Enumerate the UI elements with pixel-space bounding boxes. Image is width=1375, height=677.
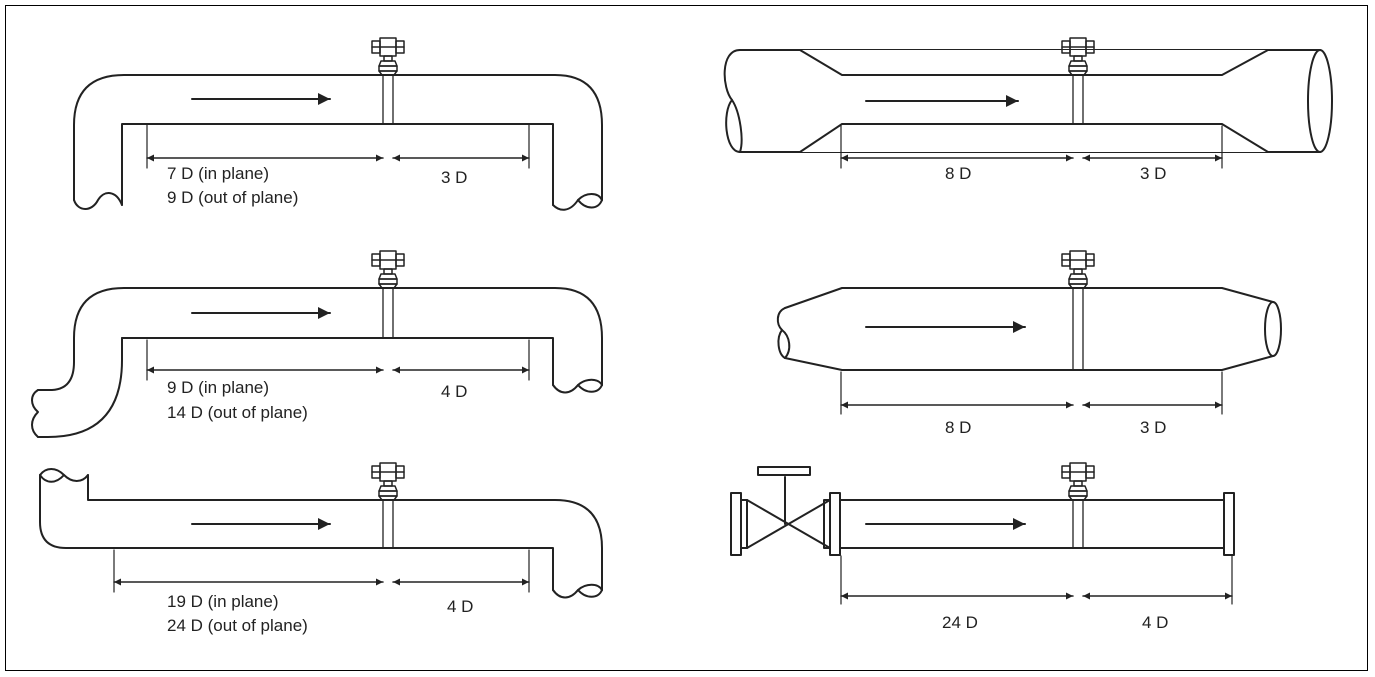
d3-upstream-label: 19 D (in plane) [167, 592, 279, 611]
diagram-3-elbow [39, 462, 603, 599]
diagram-6-valve [730, 462, 1235, 605]
figure-frame [5, 5, 1368, 671]
d1-upstream-alt-label: 9 D (out of plane) [167, 188, 299, 207]
diagram-1-u-bend [73, 37, 603, 211]
d2-downstream-label: 4 D [441, 382, 468, 401]
diagram-2-s-bend [31, 250, 603, 438]
d6-downstream-label: 4 D [1142, 613, 1169, 632]
d4-upstream-label: 8 D [945, 164, 972, 183]
d1-downstream-label: 3 D [441, 168, 468, 187]
d1-upstream-label: 7 D (in plane) [167, 164, 270, 183]
d4-downstream-label: 3 D [1140, 164, 1167, 183]
d6-upstream-label: 24 D [942, 613, 978, 632]
diagram-5-expander [776, 250, 1282, 415]
d3-downstream-label: 4 D [447, 597, 474, 616]
d3-upstream-alt-label: 24 D (out of plane) [167, 616, 308, 635]
d2-upstream-label: 9 D (in plane) [167, 378, 270, 397]
d5-downstream-label: 3 D [1140, 418, 1167, 437]
diagram-4-reducer [723, 37, 1333, 169]
d5-upstream-label: 8 D [945, 418, 972, 437]
d2-upstream-alt-label: 14 D (out of plane) [167, 403, 308, 422]
